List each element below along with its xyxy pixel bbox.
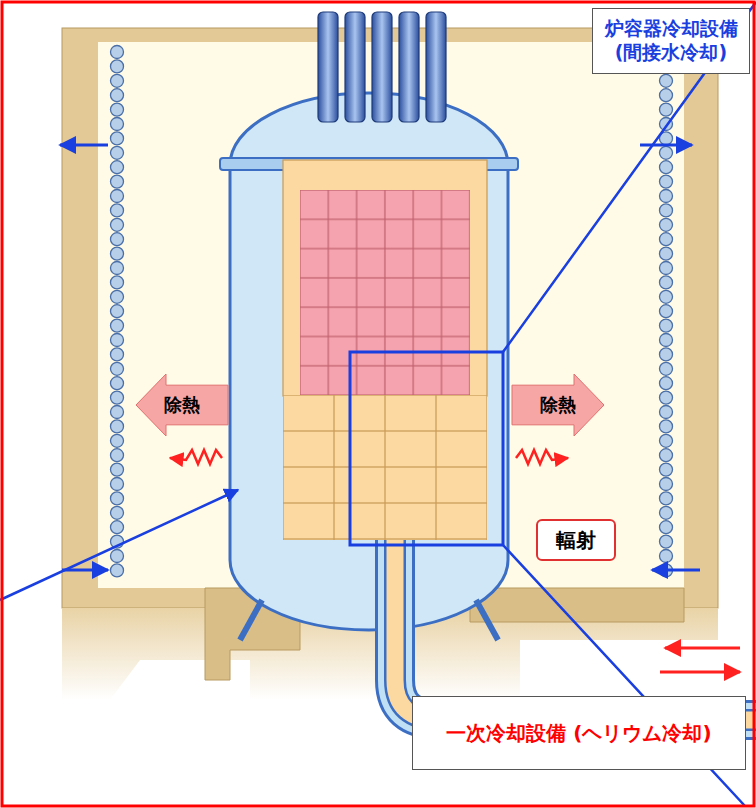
label-box: 輻射 — [536, 519, 616, 561]
node-text: 一次冷却設備 (ヘリウム冷却) — [446, 721, 711, 746]
node-text: 除熱 — [164, 394, 200, 417]
node-text: 炉容器冷却設備 (間接水冷却) — [601, 17, 741, 65]
label-box: 炉容器冷却設備 (間接水冷却) — [592, 8, 750, 74]
label-box: 一次冷却設備 (ヘリウム冷却) — [412, 696, 746, 770]
heat-removal-arrow: 除熱 — [512, 374, 604, 436]
heat-removal-arrow: 除熱 — [136, 374, 228, 436]
node-text: 除熱 — [540, 394, 576, 417]
node-text: 輻射 — [556, 528, 596, 553]
